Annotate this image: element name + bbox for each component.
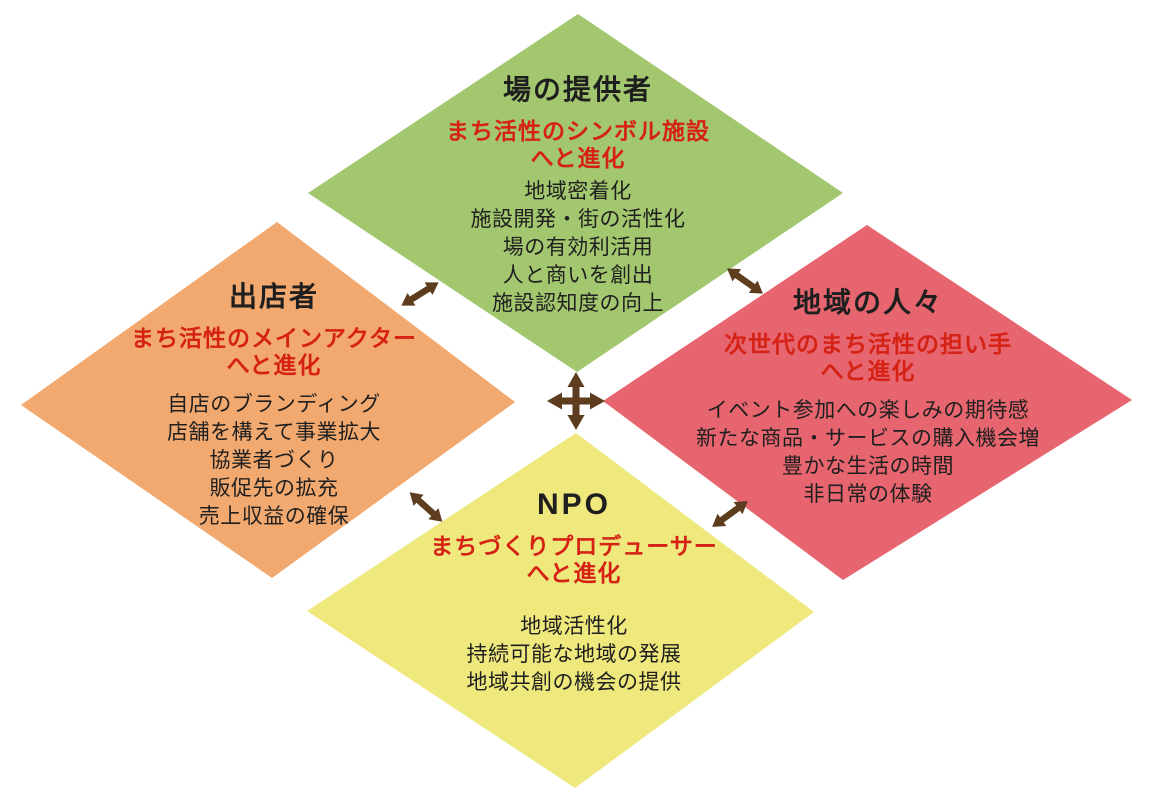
double-arrow-icon: [726, 268, 764, 294]
list-item: 人と商いを創出: [502, 264, 654, 287]
arrow-head: [424, 282, 439, 296]
arrow-head: [748, 280, 764, 294]
arrow-shaft: [731, 270, 759, 292]
list-item: 持続可能な地域の発展: [466, 643, 682, 666]
arrow-head: [726, 268, 742, 282]
arrow-head: [401, 292, 416, 306]
arrow-head: [567, 415, 585, 430]
arrow-head: [712, 513, 727, 527]
place-provider-diamond-shape: [308, 14, 843, 372]
arrow-shaft: [716, 503, 744, 525]
cross-arrow-icon: [547, 372, 605, 430]
arrow-head: [733, 501, 748, 515]
npo-panel: NPO まちづくりプロデューサー へと進化 地域活性化 持続可能な地域の発展 地…: [334, 489, 814, 697]
local-people-subtitle: 次世代のまち活性の担い手 へと進化: [724, 331, 1012, 384]
arrow-head: [409, 492, 424, 506]
list-item: 豊かな生活の時間: [782, 455, 954, 478]
list-item: 自店のブランディング: [167, 393, 381, 416]
list-item: 販促先の拡充: [209, 477, 339, 500]
npo-diamond-shape: [307, 433, 814, 788]
list-item: イベント参加への楽しみの期待感: [706, 399, 1030, 422]
place-provider-title: 場の提供者: [502, 74, 653, 105]
list-item: 非日常の体験: [803, 483, 933, 506]
place-provider-panel: 場の提供者 まち活性のシンボル施設 へと進化 地域密着化 施設開発・街の活性化 …: [343, 74, 813, 318]
list-item: 店舗を構えて事業拡大: [167, 421, 381, 444]
local-people-items: イベント参加への楽しみの期待感 新たな商品・サービスの購入機会増 豊かな生活の時…: [598, 397, 1138, 509]
double-arrow-icon: [409, 492, 443, 522]
list-item: 場の有効利活用: [502, 236, 654, 259]
arrow-shaft: [413, 495, 439, 519]
vendor-diamond-shape: [21, 222, 515, 578]
npo-items: 地域活性化 持続可能な地域の発展 地域共創の機会の提供: [334, 613, 814, 697]
double-arrow-icon: [712, 501, 748, 527]
list-item: 売上収益の確保: [198, 505, 350, 528]
list-item: 地域密着化: [524, 180, 632, 203]
arrow-head: [547, 392, 562, 410]
arrow-head: [590, 392, 605, 410]
list-item: 新たな商品・サービスの購入機会増: [696, 427, 1040, 450]
vendor-subtitle: まち活性のメインアクター へと進化: [131, 325, 417, 378]
arrow-shaft: [406, 283, 434, 305]
list-item: 施設認知度の向上: [492, 292, 664, 315]
npo-subtitle: まちづくりプロデューサー へと進化: [430, 533, 718, 586]
local-people-diamond-shape: [603, 225, 1132, 580]
list-item: 地域活性化: [520, 615, 628, 638]
arrow-head: [567, 372, 585, 387]
place-provider-items: 地域密着化 施設開発・街の活性化 場の有効利活用 人と商いを創出 施設認知度の向…: [343, 178, 813, 318]
vendor-panel: 出店者 まち活性のメインアクター へと進化 自店のブランディング 店舗を構えて事…: [34, 281, 514, 531]
arrow-head: [428, 508, 443, 522]
list-item: 協業者づくり: [209, 449, 339, 472]
list-item: 地域共創の機会の提供: [466, 671, 682, 694]
vendor-title: 出店者: [228, 281, 319, 312]
local-people-title: 地域の人々: [792, 287, 943, 318]
double-arrow-icon: [401, 282, 439, 306]
npo-title: NPO: [536, 488, 611, 521]
list-item: 施設開発・街の活性化: [470, 208, 686, 231]
vendor-items: 自店のブランディング 店舗を構えて事業拡大 協業者づくり 販促先の拡充 売上収益…: [34, 391, 514, 531]
place-provider-subtitle: まち活性のシンボル施設 へと進化: [446, 118, 710, 171]
local-people-panel: 地域の人々 次世代のまち活性の担い手 へと進化 イベント参加への楽しみの期待感 …: [598, 287, 1138, 509]
